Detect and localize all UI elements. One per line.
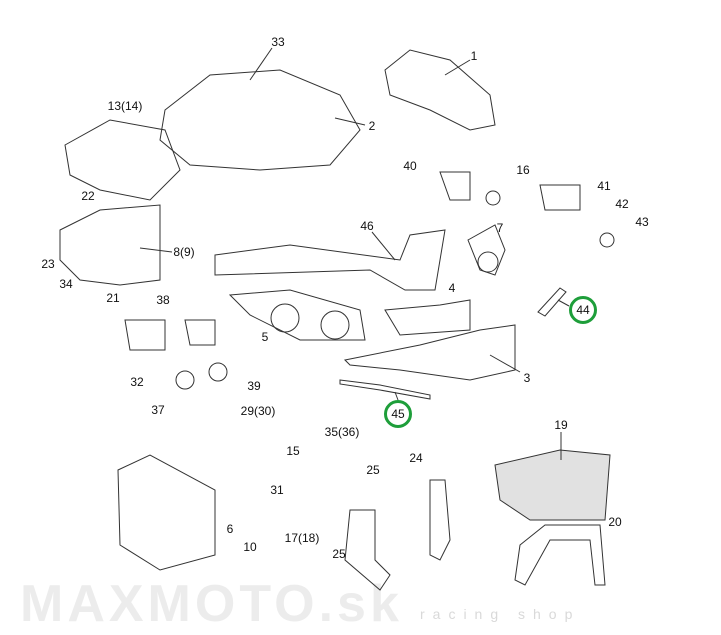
part-label: 35(36) <box>324 425 360 439</box>
part-label: 46 <box>360 219 374 233</box>
part-45-trim <box>339 379 431 400</box>
part-13-side-panel <box>64 119 181 201</box>
part-label: 6 <box>226 522 234 536</box>
part-43-lamp <box>599 232 615 248</box>
part-41-bracket <box>539 184 581 211</box>
leader-1 <box>444 59 471 76</box>
part-5-gauge-left <box>270 303 300 333</box>
part-3-dash-lower <box>343 324 516 381</box>
leader-2 <box>334 117 366 126</box>
part-label: 42 <box>615 197 629 211</box>
part-25-bracket <box>344 509 391 591</box>
leader-3 <box>489 354 521 373</box>
part-label: 31 <box>270 483 284 497</box>
part-label: 7 <box>496 221 504 235</box>
part-label: 43 <box>635 215 649 229</box>
part-label: 5 <box>261 330 269 344</box>
part-label: 10 <box>243 540 257 554</box>
part-label: 21 <box>106 291 120 305</box>
part-label: 40 <box>403 159 417 173</box>
watermark-tagline: racing shop <box>420 606 581 622</box>
part-46-dash-upper <box>214 229 446 291</box>
part-label: 24 <box>409 451 423 465</box>
part-1-seat-cover <box>384 49 496 131</box>
part-label: 4 <box>448 281 456 295</box>
part-label: 34 <box>59 277 73 291</box>
part-19-mesh-panel <box>494 449 611 521</box>
part-label: 25 <box>366 463 380 477</box>
part-40-lamp <box>485 190 501 206</box>
part-label: 16 <box>516 163 530 177</box>
part-8-footwell <box>59 204 161 286</box>
part-label: 32 <box>130 375 144 389</box>
part-label: 20 <box>608 515 622 529</box>
leader-44 <box>557 299 570 307</box>
part-label: 25 <box>332 547 346 561</box>
leader-46 <box>371 231 396 261</box>
part-38-bracket <box>184 319 216 346</box>
part-label: 8(9) <box>173 245 195 259</box>
part-label: 2 <box>368 119 376 133</box>
part-label: 15 <box>286 444 300 458</box>
part-7-ring <box>477 251 499 273</box>
highlighted-part-label-45: 45 <box>384 400 412 428</box>
part-label: 39 <box>247 379 261 393</box>
part-label: 37 <box>151 403 165 417</box>
part-2-front-fender <box>159 69 361 171</box>
leader-8 <box>139 247 173 253</box>
part-label: 17(18) <box>284 531 320 545</box>
part-label: 29(30) <box>240 404 276 418</box>
leader-33 <box>249 47 273 81</box>
part-label: 41 <box>597 179 611 193</box>
part-label: 13(14) <box>107 99 143 113</box>
part-44-trim <box>537 287 567 317</box>
part-39-lamp <box>208 362 228 382</box>
part-4-grille <box>384 299 471 336</box>
part-24-bracket <box>429 479 451 561</box>
watermark-brand: MAXMOTO.sk <box>20 575 403 633</box>
part-32-bracket <box>124 319 166 351</box>
part-label: 19 <box>554 418 568 432</box>
part-label: 3 <box>523 371 531 385</box>
part-label: 22 <box>81 189 95 203</box>
part-5-gauge-right <box>320 310 350 340</box>
part-label: 1 <box>470 49 478 63</box>
part-40-bracket <box>439 171 471 201</box>
leader-45 <box>394 391 399 401</box>
part-5-gauge-housing <box>228 289 366 341</box>
part-37-lamp <box>175 370 195 390</box>
part-label: 38 <box>156 293 170 307</box>
highlighted-part-label-44: 44 <box>569 296 597 324</box>
part-20-bumper <box>514 524 606 586</box>
part-label: 23 <box>41 257 55 271</box>
part-label: 33 <box>271 35 285 49</box>
part-6-frame <box>117 454 216 571</box>
